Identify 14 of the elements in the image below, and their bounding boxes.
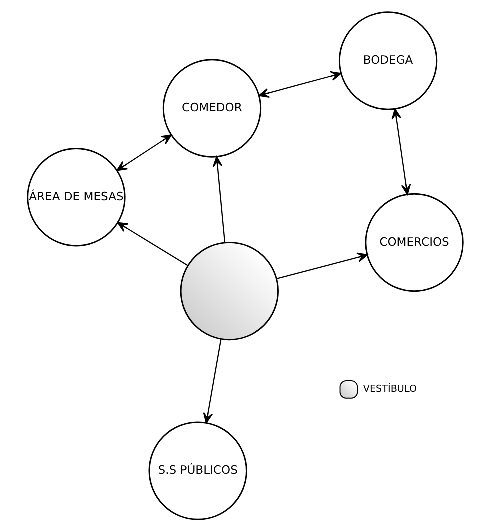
node-circle: ÁREA DE MESAS: [27, 148, 126, 247]
node-circle: [180, 242, 279, 341]
arrow: [117, 222, 188, 266]
arrow: [258, 71, 342, 98]
node-circle: COMEDOR: [162, 59, 262, 158]
arrow: [392, 108, 412, 196]
arrow: [276, 252, 368, 280]
arrow: [212, 156, 226, 243]
legend-label: VESTÍBULO: [363, 384, 418, 396]
arrow: [116, 134, 172, 172]
arrow: [203, 339, 222, 424]
node-circle: S.S PÚBLICOS: [148, 422, 248, 520]
node-circle: BODEGA: [338, 12, 438, 110]
node-circle: COMERCIOS: [365, 193, 464, 292]
